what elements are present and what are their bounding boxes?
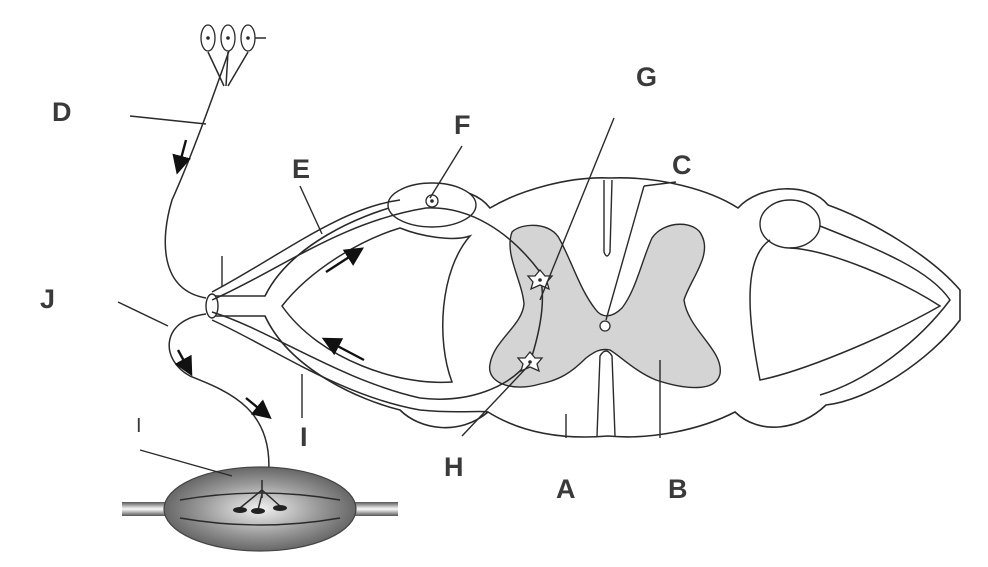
spinal-cord-section [210,178,960,437]
label-G: G [636,62,657,92]
leader-J [118,302,168,326]
receptor-branch-right [228,52,248,86]
receptor-cells [201,25,266,51]
leader-E [300,186,322,234]
label-B: B [668,474,688,504]
label-muscle-marker: I [136,415,142,437]
label-A: A [556,474,576,504]
central-canal [600,321,610,331]
leader-D [130,116,206,124]
receptor-branch-left [208,52,224,86]
muscle-effector [122,467,398,551]
label-C: C [672,150,692,180]
label-E: E [292,154,310,184]
end-plate-2 [273,505,287,511]
effector-fiber [169,314,269,480]
label-H: H [444,452,464,482]
end-plate-3 [251,508,265,514]
label-I: I [300,422,308,452]
end-plate-1 [233,507,247,513]
leader-muscle [140,450,232,476]
arrow-effector-2 [246,398,268,416]
label-J: J [40,284,55,314]
sensory-receptor-fiber [165,48,230,298]
label-F: F [454,110,471,140]
sensory-neuron-nucleus [430,199,434,203]
label-D: D [52,97,72,127]
arrow-receptor-down [178,140,186,170]
